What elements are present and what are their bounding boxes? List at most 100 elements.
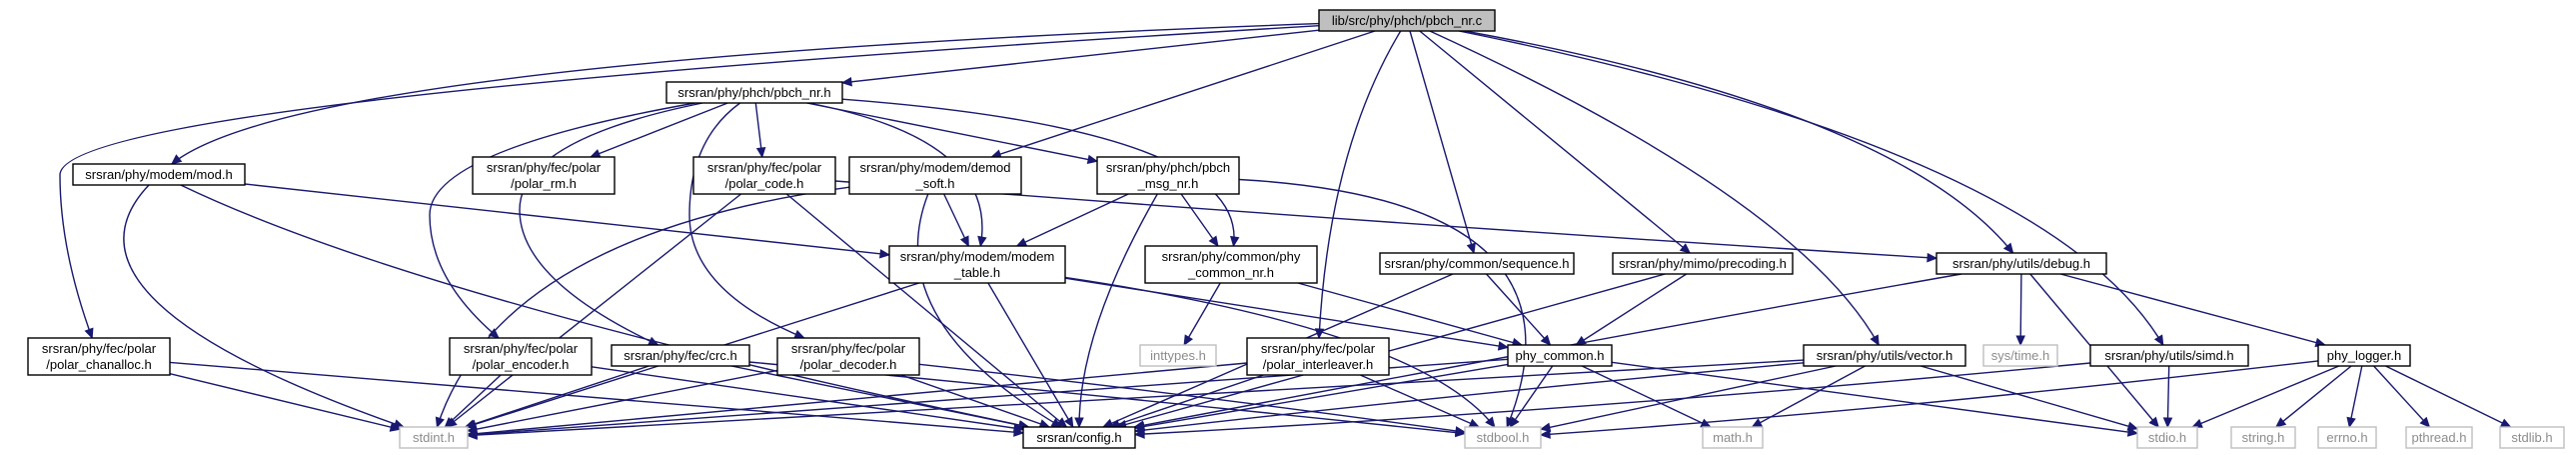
edge-arrowhead xyxy=(2274,417,2287,428)
edge-arrowhead xyxy=(464,419,477,429)
edge-line xyxy=(444,374,502,428)
node-label: srsran/phy/fec/polar xyxy=(42,341,157,356)
edge-arrowhead xyxy=(1497,341,1510,351)
node-polar-rm-h[interactable]: srsran/phy/fec/polar/polar_rm.h xyxy=(472,156,616,195)
node-modem-table-h[interactable]: srsran/phy/modem/modem_table.h xyxy=(888,245,1066,284)
node-demod-soft-h[interactable]: srsran/phy/modem/demod_soft.h xyxy=(848,156,1022,195)
node-label: srsran/phy/mimo/precoding.h xyxy=(1619,256,1787,271)
edge-line xyxy=(1921,365,2138,430)
node-label: /polar_decoder.h xyxy=(800,357,897,372)
node-box xyxy=(1318,9,1496,32)
edge-arrowhead xyxy=(589,149,602,158)
node-phy-common-h[interactable]: phy_common.h xyxy=(1507,344,1613,367)
node-mod-h[interactable]: srsran/phy/modem/mod.h xyxy=(72,163,246,186)
node-label: srsran/config.h xyxy=(1036,430,1121,445)
node-simd-h[interactable]: srsran/phy/utils/simd.h xyxy=(2089,344,2249,367)
node-box xyxy=(449,337,593,376)
edge-arrowhead xyxy=(840,76,852,87)
edge-line xyxy=(1485,273,1552,346)
node-errno-h: errno.h xyxy=(2317,426,2377,449)
node-box xyxy=(1803,344,1966,367)
edge-line xyxy=(1464,30,2014,254)
edge-line xyxy=(1078,193,1158,428)
edge-arrowhead xyxy=(1485,416,1496,428)
edge-line xyxy=(1409,30,1475,254)
edge-line xyxy=(987,282,1074,428)
node-string-h: string.h xyxy=(2230,426,2296,449)
node-box xyxy=(1096,156,1240,195)
node-root[interactable]: lib/src/phy/phch/pbch_nr.c xyxy=(1318,9,1496,32)
node-polar-interleaver-h[interactable]: srsran/phy/fec/polar/polar_interleaver.h xyxy=(1246,337,1390,376)
edge-simd_h-to-config_h xyxy=(1133,362,2091,439)
edge-crc_h-to-stdint_h xyxy=(464,365,649,429)
node-pbch-msg-nr-h[interactable]: srsran/phy/phch/pbch_msg_nr.h xyxy=(1096,156,1240,195)
edge-arrowhead xyxy=(2015,335,2025,347)
edge-arrowhead xyxy=(977,235,987,248)
edge-line xyxy=(446,193,742,428)
edge-line xyxy=(841,29,1320,84)
edge-phy_logger_h-to-pthread_h xyxy=(2373,365,2431,428)
node-box xyxy=(1464,426,1542,449)
node-label: srsran/phy/fec/polar xyxy=(791,341,906,356)
edge-root-to-demod_soft_h xyxy=(990,30,1376,159)
node-debug-h[interactable]: srsran/phy/utils/debug.h xyxy=(1935,252,2107,275)
node-math-h: math.h xyxy=(1702,426,1764,449)
node-pbch-nr-h[interactable]: srsran/phy/phch/pbch_nr.h xyxy=(665,81,843,104)
node-precoding-h[interactable]: srsran/phy/mimo/precoding.h xyxy=(1612,252,1794,275)
edge-phy_logger_h-to-stdio_h xyxy=(2191,365,2340,428)
edge-polar_interleaver_h-to-stdbool_h xyxy=(1360,374,1481,428)
edge-root-to-polar_chanalloc_h xyxy=(59,25,1320,340)
node-label: srsran/phy/modem/mod.h xyxy=(85,167,232,182)
node-inttypes-h: inttypes.h xyxy=(1139,344,1217,367)
edge-line xyxy=(918,363,1466,433)
node-crc-h[interactable]: srsran/phy/fec/crc.h xyxy=(611,344,750,367)
node-polar-chanalloc-h[interactable]: srsran/phy/fec/polar/polar_chanalloc.h xyxy=(27,337,171,376)
node-phy-logger-h[interactable]: phy_logger.h xyxy=(2317,344,2411,367)
node-polar-decoder-h[interactable]: srsran/phy/fec/polar/polar_decoder.h xyxy=(776,337,920,376)
node-box xyxy=(692,156,836,195)
edge-line xyxy=(1134,362,2091,436)
node-config-h[interactable]: srsran/config.h xyxy=(1022,426,1136,449)
node-box xyxy=(1139,344,1217,367)
node-label: errno.h xyxy=(2326,430,2367,445)
node-vector-h[interactable]: srsran/phy/utils/vector.h xyxy=(1803,344,1966,367)
edge-vector_h-to-stdio_h xyxy=(1921,365,2139,431)
edge-line xyxy=(169,361,1024,434)
node-label: srsran/phy/fec/polar xyxy=(487,160,602,175)
edge-line xyxy=(1134,363,1509,429)
node-box xyxy=(888,245,1066,284)
node-label: _soft.h xyxy=(914,176,954,191)
edge-arrowhead xyxy=(1539,422,1552,433)
edge-arrowhead xyxy=(389,422,402,432)
node-label: phy_common.h xyxy=(1516,348,1605,363)
edge-line xyxy=(171,22,1320,165)
edge-arrowhead xyxy=(1086,154,1099,165)
edge-arrowhead xyxy=(1063,416,1074,429)
edge-polar_decoder_h-to-stdbool_h xyxy=(918,363,1467,436)
node-label: phy_logger.h xyxy=(2327,348,2401,363)
edge-root-to-simd_h xyxy=(1458,30,2164,347)
node-label: srsran/phy/fec/polar xyxy=(1261,341,1376,356)
edge-arrowhead xyxy=(2346,416,2356,429)
node-box xyxy=(1144,245,1318,284)
node-polar-encoder-h[interactable]: srsran/phy/fec/polar/polar_encoder.h xyxy=(449,337,593,376)
edge-line xyxy=(1183,282,1221,346)
node-phy-common-nr-h[interactable]: srsran/phy/common/phy_common_nr.h xyxy=(1144,245,1318,284)
node-label: _table.h xyxy=(953,265,1000,280)
edge-debug_h-to-phy_logger_h xyxy=(2059,273,2327,348)
node-box xyxy=(1379,252,1575,275)
edge-arrowhead xyxy=(1468,418,1481,428)
node-label: inttypes.h xyxy=(1150,348,1206,363)
node-box xyxy=(1702,426,1764,449)
edge-line xyxy=(841,98,1235,247)
node-box xyxy=(1612,252,1794,275)
node-polar-code-h[interactable]: srsran/phy/fec/polar/polar_code.h xyxy=(692,156,836,195)
edge-root-to-sequence_h xyxy=(1409,30,1476,255)
node-label: /polar_rm.h xyxy=(511,176,577,191)
edge-pbch_nr_h-to-phy_common_nr_h xyxy=(841,98,1240,248)
edge-arrowhead xyxy=(435,416,445,429)
node-box xyxy=(1935,252,2107,275)
node-label: srsran/phy/modem/demod xyxy=(859,160,1010,175)
node-label: srsran/phy/fec/crc.h xyxy=(624,348,736,363)
node-sequence-h[interactable]: srsran/phy/common/sequence.h xyxy=(1379,252,1575,275)
